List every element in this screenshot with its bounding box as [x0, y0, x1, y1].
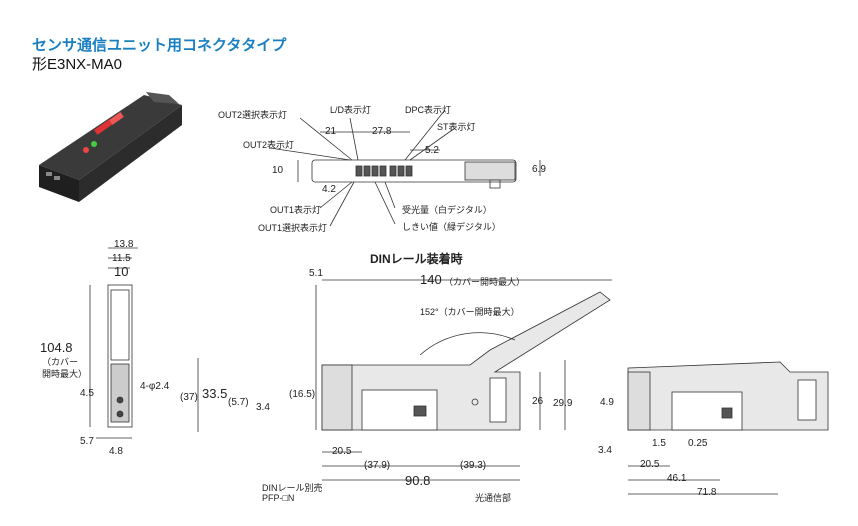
dim-3-4-din: 3.4	[256, 402, 270, 413]
dim-13-8: 13.8	[114, 239, 134, 250]
dim-4-8: 4.8	[109, 446, 123, 457]
label-cover-1: （カバー	[42, 357, 79, 367]
dim-71-8: 71.8	[697, 487, 717, 498]
label-out1-select: OUT1選択表示灯	[258, 223, 328, 233]
label-out2-select: OUT2選択表示灯	[218, 110, 288, 120]
dim-10-side: 10	[114, 264, 129, 279]
label-out1: OUT1表示灯	[270, 205, 322, 215]
dim-4-2: 4.2	[322, 184, 336, 195]
dim-16-5: (16.5)	[289, 389, 316, 400]
dim-1-5: 1.5	[652, 438, 666, 449]
right-view	[627, 361, 829, 495]
dim-5-7-din: (5.7)	[228, 397, 249, 408]
label-ld: L/D表示灯	[330, 105, 372, 115]
label-cover-2: 開時最大）	[42, 369, 88, 379]
dim-3-4-right: 3.4	[598, 445, 612, 456]
label-out2: OUT2表示灯	[243, 140, 295, 150]
dim-90-8: 90.8	[405, 473, 431, 488]
dim-11-5: 11.5	[112, 253, 131, 264]
page-title: センサ通信ユニット用コネクタタイプ	[32, 37, 287, 54]
dim-104-8: 104.8	[40, 340, 73, 355]
dim-27-8: 27.8	[372, 126, 392, 137]
dim-10-top: 10	[272, 165, 284, 176]
dim-46-1: 46.1	[667, 473, 687, 484]
dim-39-3: (39.3)	[460, 460, 487, 471]
dim-140: 140	[420, 272, 442, 287]
dim-0-25: 0.25	[688, 438, 708, 449]
product-photo	[39, 92, 182, 202]
dim-hole: 4-φ2.4	[140, 381, 170, 392]
top-view	[269, 109, 541, 227]
label-comm: 光通信部	[475, 493, 512, 503]
dim-5-7: 5.7	[80, 436, 94, 447]
label-rail-2: PFP-□N	[262, 493, 295, 503]
dim-4-5: 4.5	[80, 388, 94, 399]
dim-21: 21	[325, 126, 337, 137]
dim-20-5-din: 20.5	[332, 446, 352, 457]
din-title: DINレール装着時	[370, 252, 463, 266]
dim-4-9: 4.9	[600, 397, 614, 408]
dim-6-9: 6.9	[532, 164, 546, 175]
dim-33-5: 33.5	[202, 386, 228, 401]
dim-5-1: 5.1	[309, 268, 323, 279]
dim-26: 26	[532, 396, 544, 407]
label-received: 受光量（白デジタル）	[402, 205, 492, 215]
dim-37: (37)	[180, 392, 198, 403]
din-view	[197, 279, 612, 481]
label-angle: 152°（カバー開時最大）	[420, 307, 520, 317]
dim-37-9: (37.9)	[364, 460, 391, 471]
label-st: ST表示灯	[437, 122, 476, 132]
dim-5-2: 5.2	[425, 145, 439, 156]
model-number: 形E3NX-MA0	[32, 56, 123, 73]
label-140-note: （カバー開時最大）	[444, 277, 526, 287]
side-view	[89, 247, 138, 439]
label-rail-1: DINレール別売	[262, 483, 323, 493]
label-dpc: DPC表示灯	[405, 105, 452, 115]
dim-29-9: 29.9	[553, 398, 573, 409]
label-threshold: しきい値（緑デジタル）	[402, 222, 501, 232]
dim-20-5-right: 20.5	[640, 459, 660, 470]
